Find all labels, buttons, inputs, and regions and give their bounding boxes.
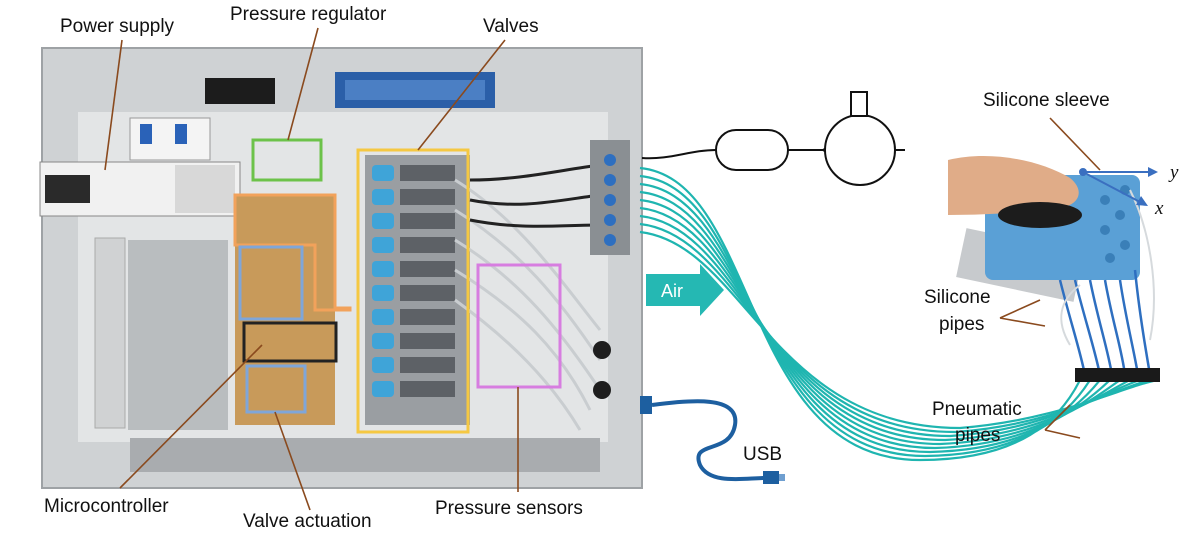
highlight-boxes [233, 138, 562, 434]
power-supply-vent [175, 165, 235, 213]
axis-x-arrow [1136, 196, 1148, 206]
terminal-block [128, 240, 228, 430]
usb-cable: USB [640, 396, 785, 484]
power-socket [205, 78, 275, 104]
label-pneumatic-pipes-2: pipes [955, 425, 1000, 446]
air-arrow-icon [646, 264, 724, 316]
axis-y-label: y [1168, 162, 1179, 183]
highlight-pressure-regulator [251, 138, 323, 182]
usb-connector-box [640, 396, 652, 414]
highlight-valves [356, 148, 470, 434]
highlight-pcb [233, 193, 352, 312]
label-pressure-sensors: Pressure sensors [435, 498, 583, 519]
label-pressure-regulator: Pressure regulator [230, 4, 387, 25]
leader-silicone-pipes-b [999, 317, 1046, 327]
sensor-tubing [454, 178, 602, 431]
highlight-valve-actuation-top [238, 245, 304, 321]
axis-x-label: x [1154, 198, 1164, 219]
box-bottom-trough [130, 438, 600, 472]
label-silicone-pipes-1: Silicone [924, 287, 991, 308]
supply-line [641, 149, 717, 160]
usb-plug-tip [779, 474, 785, 481]
side-connector-2 [593, 381, 611, 399]
circuit-breakers [129, 117, 211, 161]
top-vent-grille [345, 80, 485, 100]
bulkhead-fittings [604, 154, 616, 246]
power-supply-terminals [45, 175, 90, 203]
leader-power-supply [104, 39, 123, 171]
callout-labels: Power supply Pressure regulator Valves M… [44, 4, 1110, 532]
axis-y-arrow [1148, 167, 1158, 177]
compressor-stem [850, 91, 868, 117]
highlight-valve-actuation-bottom [245, 364, 307, 414]
leader-lines [104, 27, 519, 511]
label-valve-actuation: Valve actuation [243, 511, 372, 532]
leader-microcontroller [119, 344, 263, 489]
label-silicone-sleeve: Silicone sleeve [983, 90, 1110, 111]
valve-bodies [400, 165, 455, 397]
label-power-supply: Power supply [60, 16, 175, 37]
highlight-pressure-sensors [476, 263, 562, 389]
breaker-blue-1 [140, 124, 152, 144]
label-silicone-pipes-2: pipes [939, 314, 984, 335]
side-connector [593, 341, 611, 359]
air-flow: Air [646, 264, 724, 316]
axis-x-line [1082, 171, 1141, 203]
breaker-blue-2 [175, 124, 187, 144]
pneumatic-schematic [641, 91, 905, 186]
leader-silicone-pipes-a [999, 299, 1041, 319]
leader-silicone-sleeve [1049, 117, 1101, 171]
pneumatic-pipes [639, 166, 1159, 462]
leader-valve-actuation [274, 411, 311, 511]
control-box [39, 47, 643, 489]
valve-row [372, 165, 394, 397]
label-microcontroller: Microcontroller [44, 496, 169, 517]
black-tubing [469, 163, 601, 228]
tank-symbol-icon [715, 129, 789, 171]
usb-label: USB [743, 444, 782, 465]
left-wiring-duct [94, 237, 126, 429]
silicone-pipes-bundle [1058, 269, 1152, 376]
compressor-symbol-icon [824, 114, 896, 186]
leader-valves [417, 39, 506, 151]
leader-pneumatic-pipes-a [1044, 404, 1071, 431]
air-label: Air [661, 281, 683, 301]
pipe-clamp [1075, 368, 1160, 382]
usb-cable-path [651, 399, 766, 482]
hand-sleeve-assembly: y x [948, 117, 1179, 439]
usb-plug-icon [763, 471, 779, 484]
highlight-microcontroller [242, 321, 338, 363]
hand [948, 156, 1079, 215]
black-pad [998, 202, 1082, 228]
label-valves: Valves [483, 16, 539, 37]
leader-pressure-regulator [287, 27, 319, 141]
leader-pneumatic-pipes-b [1044, 429, 1081, 439]
sleeve-holes [1100, 185, 1130, 263]
label-pneumatic-pipes-1: Pneumatic [932, 399, 1022, 420]
